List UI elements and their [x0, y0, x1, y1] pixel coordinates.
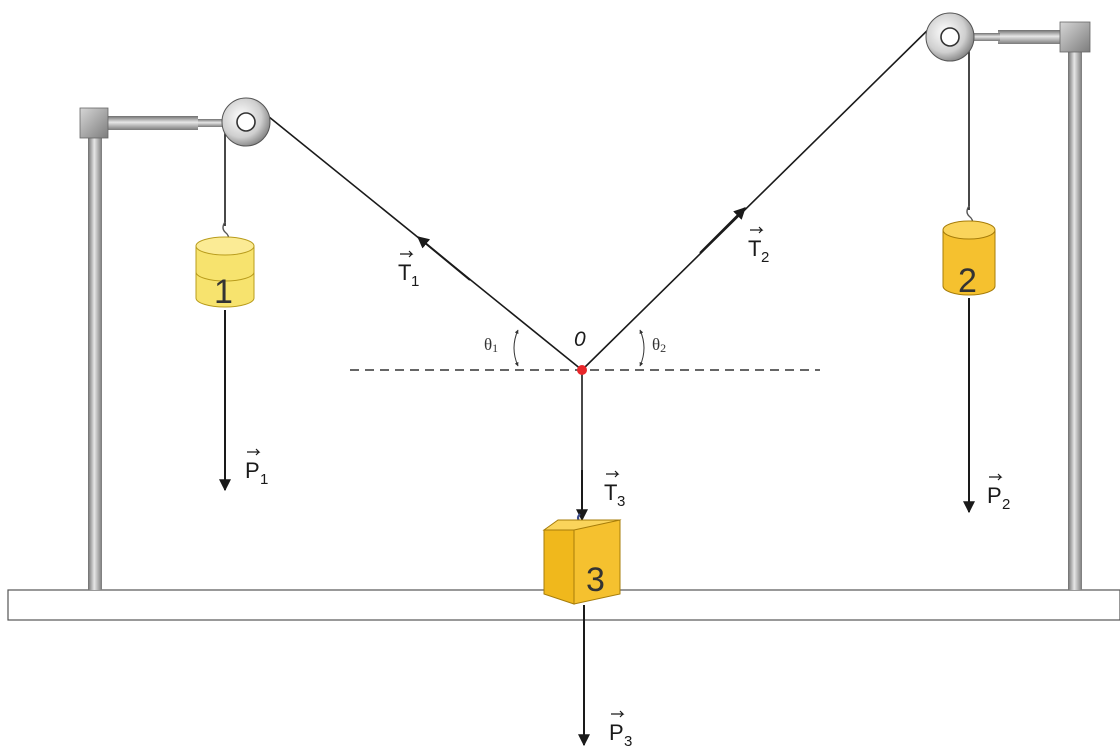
right-stand [970, 21, 1091, 590]
label-t2: T 2 [748, 226, 769, 266]
t2-arrow [699, 207, 746, 254]
svg-text:P: P [987, 483, 1002, 508]
right-clamp [1059, 21, 1091, 53]
svg-text:T: T [748, 236, 761, 261]
label-p3: P 3 [609, 710, 632, 748]
node-point [577, 365, 587, 375]
theta2-angle-arc [639, 329, 645, 367]
left-stand [79, 107, 228, 590]
theta1-angle-arc [513, 329, 519, 367]
svg-text:2: 2 [1002, 496, 1010, 513]
strings [224, 17, 970, 518]
right-pulley [925, 12, 975, 62]
svg-text:3: 3 [617, 493, 625, 510]
mass-1-label: 1 [214, 273, 233, 311]
svg-text:3: 3 [624, 733, 632, 748]
point-label: 0 [574, 328, 586, 351]
mass-2: 2 [942, 205, 996, 300]
label-p2: P 2 [987, 473, 1010, 513]
left-clamp [79, 107, 109, 139]
mass-1: 1 [195, 221, 255, 311]
theta2-label: θ2 [652, 335, 666, 355]
svg-text:1: 1 [260, 471, 268, 488]
left-pulley [221, 97, 271, 147]
mass-3-label: 3 [586, 561, 605, 599]
label-p1: P 1 [245, 448, 268, 488]
svg-text:P: P [609, 720, 624, 745]
svg-text:P: P [245, 458, 260, 483]
label-t1: T 1 [398, 250, 419, 290]
svg-text:1: 1 [411, 273, 419, 290]
mass-2-label: 2 [958, 262, 977, 300]
mass-3: 3 [542, 513, 622, 605]
svg-text:T: T [604, 480, 617, 505]
label-t3: T 3 [604, 470, 625, 510]
t1-arrow [417, 236, 471, 281]
svg-text:T: T [398, 260, 411, 285]
svg-text:2: 2 [761, 249, 769, 266]
theta1-label: θ1 [484, 335, 498, 355]
